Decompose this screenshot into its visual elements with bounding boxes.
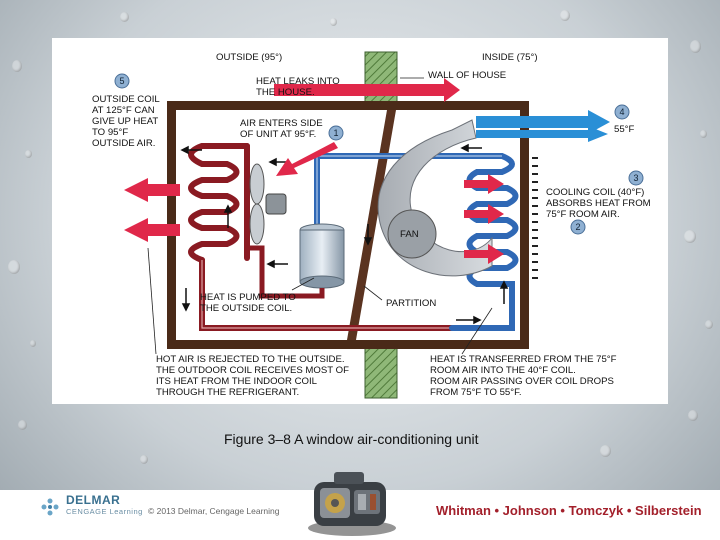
label-transfer-2: ROOM AIR INTO THE 40°F COIL. — [430, 365, 576, 376]
publisher-logo-icon — [41, 498, 59, 516]
label-temp-55: 55°F — [614, 124, 635, 135]
cooling-coil — [314, 153, 519, 331]
leader-lines — [147, 77, 493, 355]
figure-title: A window air-conditioning unit — [294, 431, 479, 447]
label-outside-coil-5: OUTSIDE AIR. — [92, 138, 155, 149]
label-partition: PARTITION — [386, 298, 436, 309]
partition — [347, 110, 396, 340]
indoor-fan — [377, 119, 493, 277]
callout-3: 3 — [628, 170, 644, 186]
publisher-name: DELMAR — [66, 493, 121, 507]
label-outside-coil-1: OUTSIDE COIL — [92, 94, 160, 105]
hot-air-arrows — [124, 78, 504, 264]
label-air-enters-2: OF UNIT AT 95°F. — [240, 129, 316, 140]
figure-caption: Figure 3–8 A window air-conditioning uni… — [224, 431, 479, 447]
label-heat-leaks-1: HEAT LEAKS INTO — [256, 76, 340, 87]
label-air-enters-1: AIR ENTERS SIDE — [240, 118, 323, 129]
svg-text:2: 2 — [575, 222, 580, 232]
svg-text:4: 4 — [619, 107, 624, 117]
svg-text:5: 5 — [119, 76, 124, 86]
label-transfer-4: FROM 75°F TO 55°F. — [430, 387, 522, 398]
front-grille — [532, 157, 538, 279]
label-hot-air-1: HOT AIR IS REJECTED TO THE OUTSIDE. — [156, 354, 345, 365]
label-transfer-3: ROOM AIR PASSING OVER COIL DROPS — [430, 376, 614, 387]
callout-2: 2 — [570, 219, 586, 235]
label-hot-air-2: THE OUTDOOR COIL RECEIVES MOST OF — [156, 365, 349, 376]
label-transfer-1: HEAT IS TRANSFERRED FROM THE 75°F — [430, 354, 617, 365]
label-fan: FAN — [400, 229, 419, 240]
compressor-photo — [308, 472, 396, 536]
label-outside-coil-4: TO 95°F — [92, 127, 128, 138]
label-outside-coil-3: GIVE UP HEAT — [92, 116, 158, 127]
label-heat-pumped-1: HEAT IS PUMPED TO — [200, 292, 296, 303]
diagram-panel: 5 1 4 3 2 OUTSIDE (95°) INSIDE (75°) HEA… — [52, 38, 668, 404]
label-outside-coil-2: AT 125°F CAN — [92, 105, 155, 116]
label-wall-of-house: WALL OF HOUSE — [428, 70, 506, 81]
label-heat-leaks-2: THE HOUSE. — [256, 87, 315, 98]
outdoor-fan — [249, 163, 287, 245]
copyright-notice: © 2013 Delmar, Cengage Learning — [148, 506, 280, 516]
svg-text:1: 1 — [333, 128, 338, 138]
label-cooling-coil-1: COOLING COIL (40°F) — [546, 187, 644, 198]
authors-line: Whitman • Johnson • Tomczyk • Silberstei… — [436, 503, 702, 518]
cool-air-arrows — [476, 110, 610, 142]
wall-of-house-lower — [364, 343, 398, 399]
callout-5: 5 — [114, 73, 130, 89]
refrigerant-flow-arrows — [180, 143, 509, 325]
svg-text:3: 3 — [633, 173, 638, 183]
label-cooling-coil-3: 75°F ROOM AIR. — [546, 209, 620, 220]
compressor — [247, 223, 345, 299]
label-cooling-coil-2: ABSORBS HEAT FROM — [546, 198, 651, 209]
label-outside: OUTSIDE (95°) — [216, 52, 282, 63]
callout-1: 1 — [328, 125, 344, 141]
air-conditioner-diagram: 5 1 4 3 2 OUTSIDE (95°) INSIDE (75°) HEA… — [92, 51, 651, 399]
publisher-subtitle: CENGAGE Learning — [66, 507, 143, 516]
label-inside: INSIDE (75°) — [482, 52, 538, 63]
label-hot-air-4: THROUGH THE REFRIGERANT. — [156, 387, 299, 398]
label-hot-air-3: ITS HEAT FROM THE INDOOR COIL — [156, 376, 318, 387]
figure-number: Figure 3–8 — [224, 431, 291, 447]
callout-4: 4 — [614, 104, 630, 120]
wall-of-house — [364, 51, 398, 105]
label-heat-pumped-2: THE OUTSIDE COIL. — [200, 303, 292, 314]
